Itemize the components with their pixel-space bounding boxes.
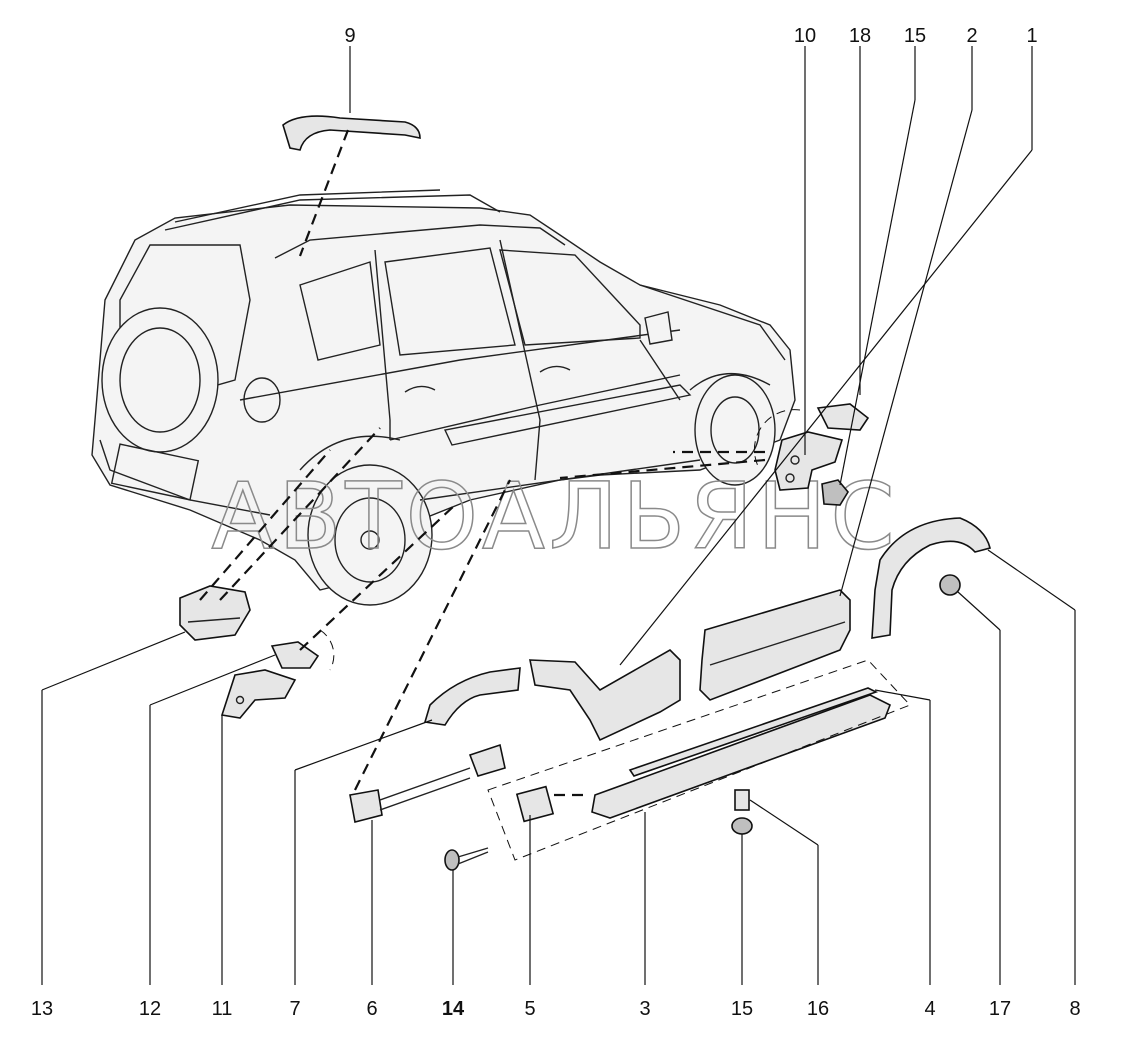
part-16-bushing [734,789,750,811]
part-8-wheel-arch-extension [871,517,991,639]
part-9-roof-spoiler [282,115,421,151]
vehicle-outline [91,189,796,606]
callout-11: 11 [212,998,233,1020]
callout-16: 16 [807,998,829,1020]
part-3-sill-cover [591,694,892,819]
part-6-fastening-strap [349,743,506,823]
callout-4: 4 [924,998,935,1020]
callout-1: 1 [1026,25,1037,47]
callout-7: 7 [289,998,300,1020]
callout-8: 8 [1069,998,1080,1020]
part-7-rear-arch-moulding [423,667,521,726]
part-15-nut-upper [821,479,849,506]
part-18-pad [816,403,870,431]
callout-13: 13 [31,998,53,1020]
callout-10: 10 [794,25,816,47]
callout-5: 5 [524,998,535,1020]
part-5-retainer-clip [515,785,555,823]
part-10-bracket [774,431,844,491]
part-2-rear-door-moulding [529,649,681,742]
leader-lines [41,46,1076,985]
callout-6: 6 [366,998,377,1020]
part-17-clip [939,574,961,596]
part-11-bracket [220,669,297,719]
callout-12: 12 [139,998,161,1020]
callout-15-bottom: 15 [731,998,753,1020]
callout-15-top: 15 [904,25,926,47]
callout-9: 9 [344,25,355,47]
callout-17: 17 [989,998,1011,1020]
part-4-sill-strip [628,687,879,777]
callout-2: 2 [966,25,977,47]
part-14-screw [444,847,489,871]
part-12-pad [270,641,320,669]
part-15-nut-lower [731,817,753,835]
part-13-side-reflector [179,585,251,641]
callout-3: 3 [639,998,650,1020]
callout-18: 18 [849,25,871,47]
callout-14: 14 [442,998,465,1020]
